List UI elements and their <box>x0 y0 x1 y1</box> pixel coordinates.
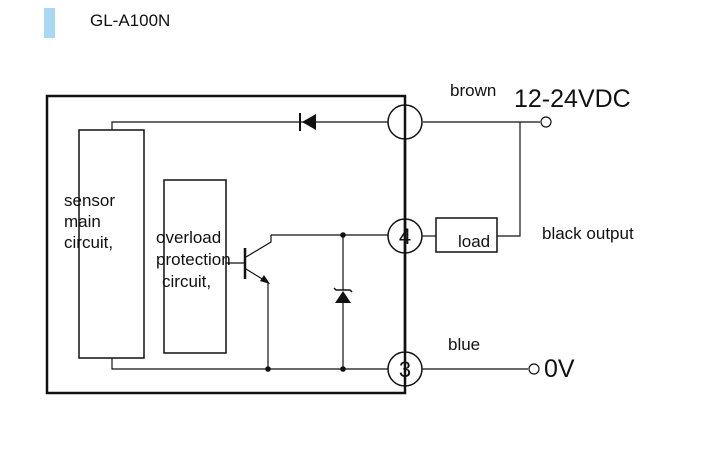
transistor-collector <box>245 235 272 258</box>
load-block <box>435 217 498 253</box>
diode-icon <box>302 114 316 130</box>
transistor-arrow-icon <box>260 275 270 284</box>
supply-voltage-label: 12-24VDC <box>514 85 631 113</box>
load-return-wire <box>497 122 521 237</box>
zener-diode-icon <box>335 291 351 303</box>
ground-voltage-label: 0V <box>544 355 575 383</box>
terminal-4 <box>387 218 423 254</box>
zener-bar <box>333 287 353 293</box>
sensor-main-label-3: circuit, <box>64 233 113 252</box>
terminal-4-label: 4 <box>399 224 411 249</box>
terminal-3-label: 3 <box>399 357 411 382</box>
supply-negative-terminal-icon <box>528 363 540 375</box>
overload-label-3: circuit, <box>162 272 211 291</box>
junction-dot <box>265 366 271 372</box>
overload-label-2: protection <box>156 250 231 269</box>
brown-terminal <box>387 104 423 140</box>
ground-return-wire <box>111 358 388 370</box>
sensor-main-label-1: sensor <box>64 191 115 210</box>
overload-label-1: overload <box>156 228 221 247</box>
supply-positive-terminal-icon <box>540 116 552 128</box>
overload-protection-block <box>163 179 227 354</box>
blue-wire-label: blue <box>448 335 480 354</box>
junction-dot <box>340 232 346 238</box>
terminal-3 <box>387 351 423 387</box>
sensor-supply-wire <box>111 121 388 130</box>
brown-wire-label: brown <box>450 81 496 100</box>
black-output-label: black output <box>542 224 634 243</box>
load-label: load <box>458 232 490 251</box>
header-accent-bar <box>44 8 55 38</box>
sensor-main-label-2: main <box>64 212 101 231</box>
junction-dot <box>340 366 346 372</box>
model-title: GL-A100N <box>90 11 171 30</box>
